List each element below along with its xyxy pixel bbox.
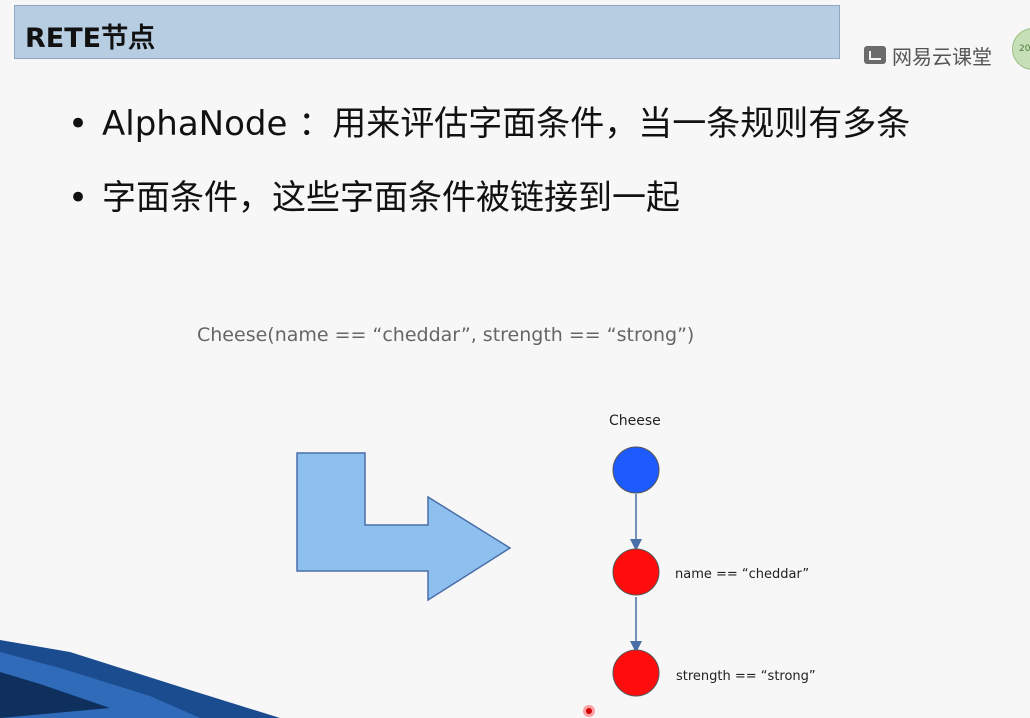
netease-cloud-classroom-logo: 网易云课堂 — [864, 40, 992, 70]
slide-title-bar: RETE节点 — [14, 5, 840, 59]
node-cheese — [612, 446, 660, 494]
logo-icon — [864, 46, 886, 64]
laser-pointer-dot — [583, 705, 595, 717]
node-name-cheddar — [612, 548, 660, 596]
node-label-strength: strength == “strong” — [676, 669, 816, 684]
rule-condition-text: Cheese(name == “cheddar”, strength == “s… — [197, 324, 695, 346]
logo-text: 网易云课堂 — [892, 44, 992, 69]
slide-title: RETE节点 — [25, 23, 156, 54]
node-strength-strong — [612, 649, 660, 697]
bullet-item: AlphaNode ：用来评估字面条件，当一条规则有多条 — [60, 92, 1010, 156]
bullet-item: 字面条件，这些字面条件被链接到一起 — [60, 166, 1010, 230]
bullet-list: AlphaNode ：用来评估字面条件，当一条规则有多条 字面条件，这些字面条件… — [60, 92, 1010, 230]
node-label-name: name == “cheddar” — [675, 567, 809, 582]
node-label-cheese: Cheese — [609, 413, 661, 429]
bent-arrow-shape — [296, 452, 512, 602]
